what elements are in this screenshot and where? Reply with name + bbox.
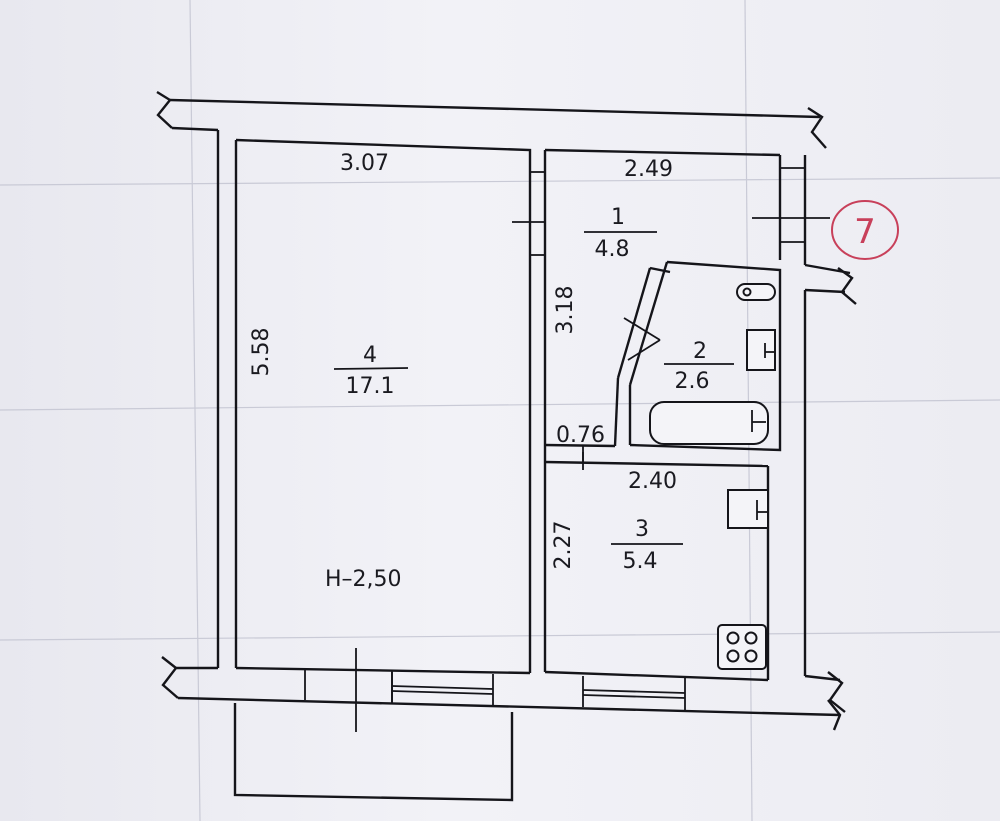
dimension-room1-width: 2.49 — [624, 157, 673, 182]
dimension-room4-width: 3.07 — [340, 151, 389, 176]
bathtub-icon — [649, 401, 769, 445]
balcony-door — [304, 648, 393, 732]
room-4-area: 17.1 — [346, 374, 395, 399]
passage-outline — [544, 443, 769, 470]
dimension-room3-width: 2.40 — [628, 469, 677, 494]
room-1-area: 4.8 — [595, 237, 630, 262]
room-3-number: 3 — [635, 517, 649, 542]
kitchen-sink-icon — [727, 489, 769, 529]
dimension-passage-width: 0.76 — [556, 423, 605, 448]
window-room-3 — [582, 676, 686, 710]
room-1-outline — [544, 148, 857, 305]
room-2-area: 2.6 — [675, 369, 710, 394]
room-label-bars — [333, 231, 734, 545]
dimension-room3-length: 2.27 — [551, 521, 576, 570]
partition-wall-center — [530, 150, 547, 672]
exterior-wall-bottom — [161, 656, 846, 731]
room-4-outline — [235, 138, 545, 675]
ceiling-height-label: H–2,50 — [325, 567, 402, 592]
stove-icon — [717, 624, 767, 670]
room-2-number: 2 — [693, 339, 707, 364]
toilet-icon — [736, 283, 776, 301]
room-2-outline — [613, 260, 782, 452]
balcony-outline — [233, 703, 514, 802]
exterior-wall-top — [156, 90, 827, 149]
dimension-room1-length: 3.18 — [553, 286, 578, 335]
room-4-number: 4 — [363, 343, 377, 368]
dimension-room4-length: 5.58 — [249, 328, 274, 377]
apartment-number-stamp: 7 — [831, 200, 899, 260]
exterior-wall-left — [216, 130, 238, 668]
room-3-area: 5.4 — [623, 549, 658, 574]
apartment-number: 7 — [854, 212, 876, 252]
washbasin-icon — [746, 329, 776, 371]
room-1-number: 1 — [611, 205, 625, 230]
window-room-4 — [391, 672, 494, 705]
